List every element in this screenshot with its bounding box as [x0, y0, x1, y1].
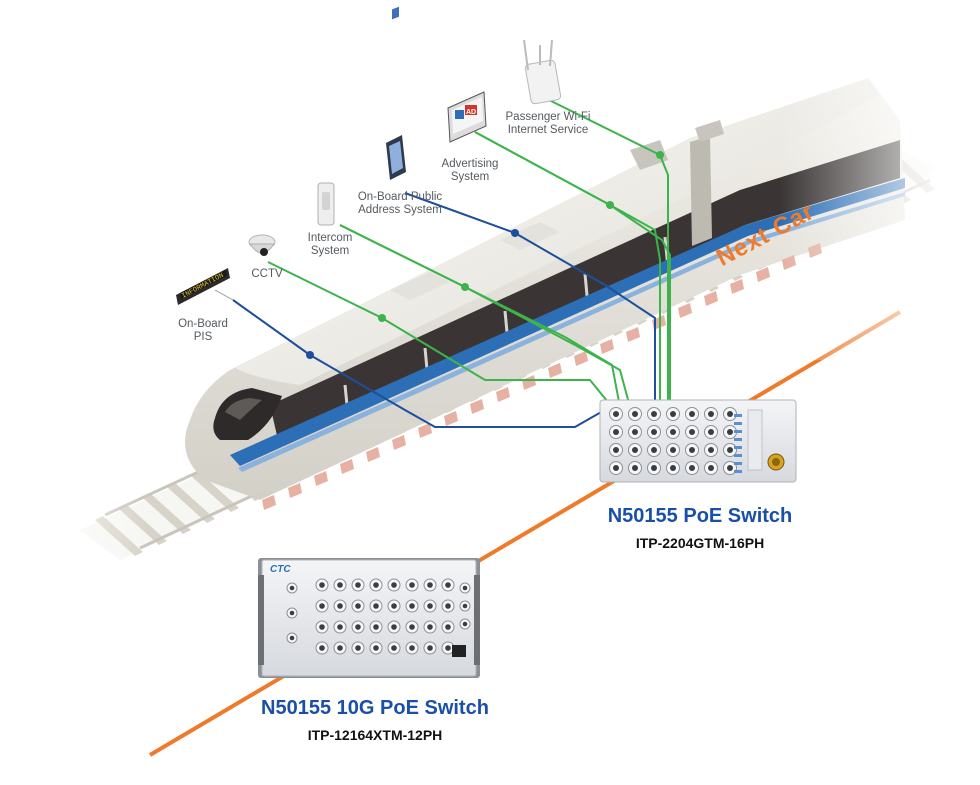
10g-switch-title: N50155 10G PoE Switch — [261, 697, 489, 719]
intercom-label-line1: Intercom — [307, 232, 353, 244]
wifi-label-line2: Internet Service — [507, 124, 589, 136]
poe-switch-title: N50155 PoE Switch — [607, 505, 793, 527]
intercom-label: Intercom System — [296, 232, 364, 258]
cctv-label: CCTV — [242, 268, 292, 281]
advertising-label-line2: System — [450, 171, 490, 183]
pis-display-text: INFORMATION — [181, 272, 226, 301]
link-dots — [306, 151, 664, 359]
poe-switch-model: ITP-2204GTM-16PH — [635, 535, 765, 551]
cctv-label-text: CCTV — [251, 268, 283, 280]
intercom-label-line2: System — [310, 245, 350, 257]
pa-label-line2: Address System — [358, 204, 442, 216]
cctv-camera — [248, 234, 276, 256]
poe-switch-device — [599, 399, 797, 483]
pa-label: On-Board Public Address System — [350, 191, 450, 217]
advertising-label-line1: Advertising — [441, 158, 499, 170]
pis-label-line2: PIS — [193, 331, 213, 343]
pis-link — [232, 299, 611, 428]
intercom-device — [317, 182, 335, 226]
10g-poe-switch-device: CTC — [258, 558, 480, 678]
pis-label: On-Board PIS — [168, 318, 238, 344]
train — [185, 60, 980, 510]
advertising-label: Advertising System — [430, 158, 510, 184]
wifi-label: Passenger Wi-Fi Internet Service — [498, 111, 598, 137]
pa-label-line1: On-Board Public — [357, 191, 443, 203]
pa-link — [404, 192, 656, 407]
advertising-sign: AD — [447, 91, 487, 143]
car-divider-line — [148, 310, 902, 757]
10g-switch-model: ITP-12164XTM-12PH — [307, 727, 443, 743]
ad-sign-text: AD — [466, 109, 476, 116]
cctv-link — [267, 261, 613, 408]
wifi-label-line1: Passenger Wi-Fi — [505, 111, 591, 123]
pis-display: INFORMATION — [176, 268, 230, 305]
wifi-router — [523, 39, 562, 105]
pa-tablet — [386, 6, 406, 180]
pis-label-line1: On-Board — [178, 318, 228, 330]
wifi-link — [544, 97, 669, 407]
connection-lines — [232, 97, 671, 428]
10g-switch-brand: CTC — [270, 564, 291, 575]
